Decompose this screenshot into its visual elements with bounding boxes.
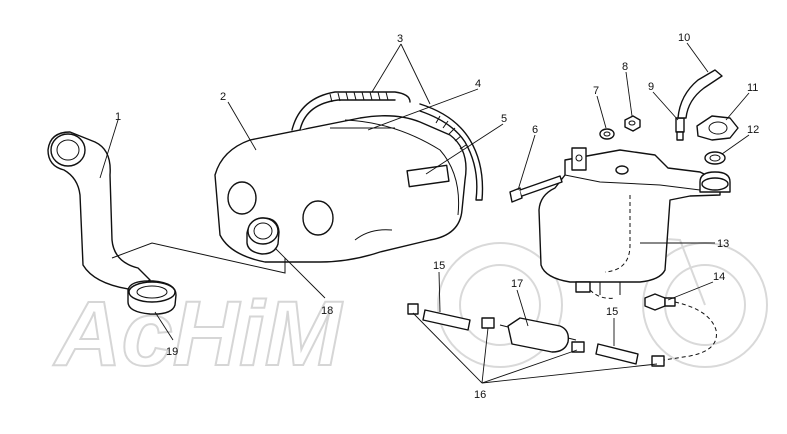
callout-5: 5 [501, 113, 507, 125]
part-14-fitting [644, 293, 676, 311]
callout-6: 6 [532, 124, 538, 136]
part-11-cap [696, 115, 739, 141]
watermark-text: AcHiM [53, 283, 344, 385]
part-7-washer [599, 128, 615, 140]
hose-routing-dashed-2 [589, 289, 616, 299]
watermark: AcHiM [52, 229, 768, 386]
callout-1: 1 [115, 111, 121, 123]
part-17-filter [499, 317, 577, 353]
part-1-elbow-hose [47, 131, 151, 291]
hose-routing-dashed [663, 301, 717, 361]
callout-10: 10 [678, 32, 690, 44]
part-8-nut [624, 115, 641, 132]
callout-11: 11 [747, 82, 758, 94]
part-16-clamps [407, 303, 665, 367]
part-6-bolt [509, 175, 563, 203]
part-10-hose [677, 69, 723, 119]
callout-17: 17 [511, 278, 523, 290]
callout-14: 14 [713, 271, 725, 283]
callout-4: 4 [475, 78, 481, 90]
callout-9: 9 [648, 81, 654, 93]
part-9-fitting [675, 117, 685, 141]
part-19-ring [127, 280, 177, 315]
part-12-gasket [704, 151, 726, 165]
callout-labels: 1 2 3 4 5 6 7 8 9 10 11 12 13 14 15 15 1… [115, 32, 759, 401]
callout-12: 12 [747, 124, 759, 136]
part-3-vent-hose [291, 91, 484, 201]
part-13-oil-tank [538, 147, 731, 295]
callout-15-right: 15 [606, 306, 618, 318]
callout-7: 7 [593, 85, 599, 97]
callout-8: 8 [622, 61, 628, 73]
callout-3: 3 [397, 33, 403, 45]
callout-18: 18 [321, 305, 333, 317]
callout-13: 13 [717, 238, 729, 250]
hose-bracket-line [111, 242, 286, 274]
callout-19: 19 [166, 346, 178, 358]
part-18-filler-neck [246, 217, 280, 255]
callout-16: 16 [474, 389, 486, 401]
part-15-hose-right [595, 343, 639, 365]
callout-2: 2 [220, 91, 226, 103]
part-15-hose-left [422, 309, 471, 331]
leader-lines [99, 42, 750, 384]
callout-15-left: 15 [433, 260, 445, 272]
